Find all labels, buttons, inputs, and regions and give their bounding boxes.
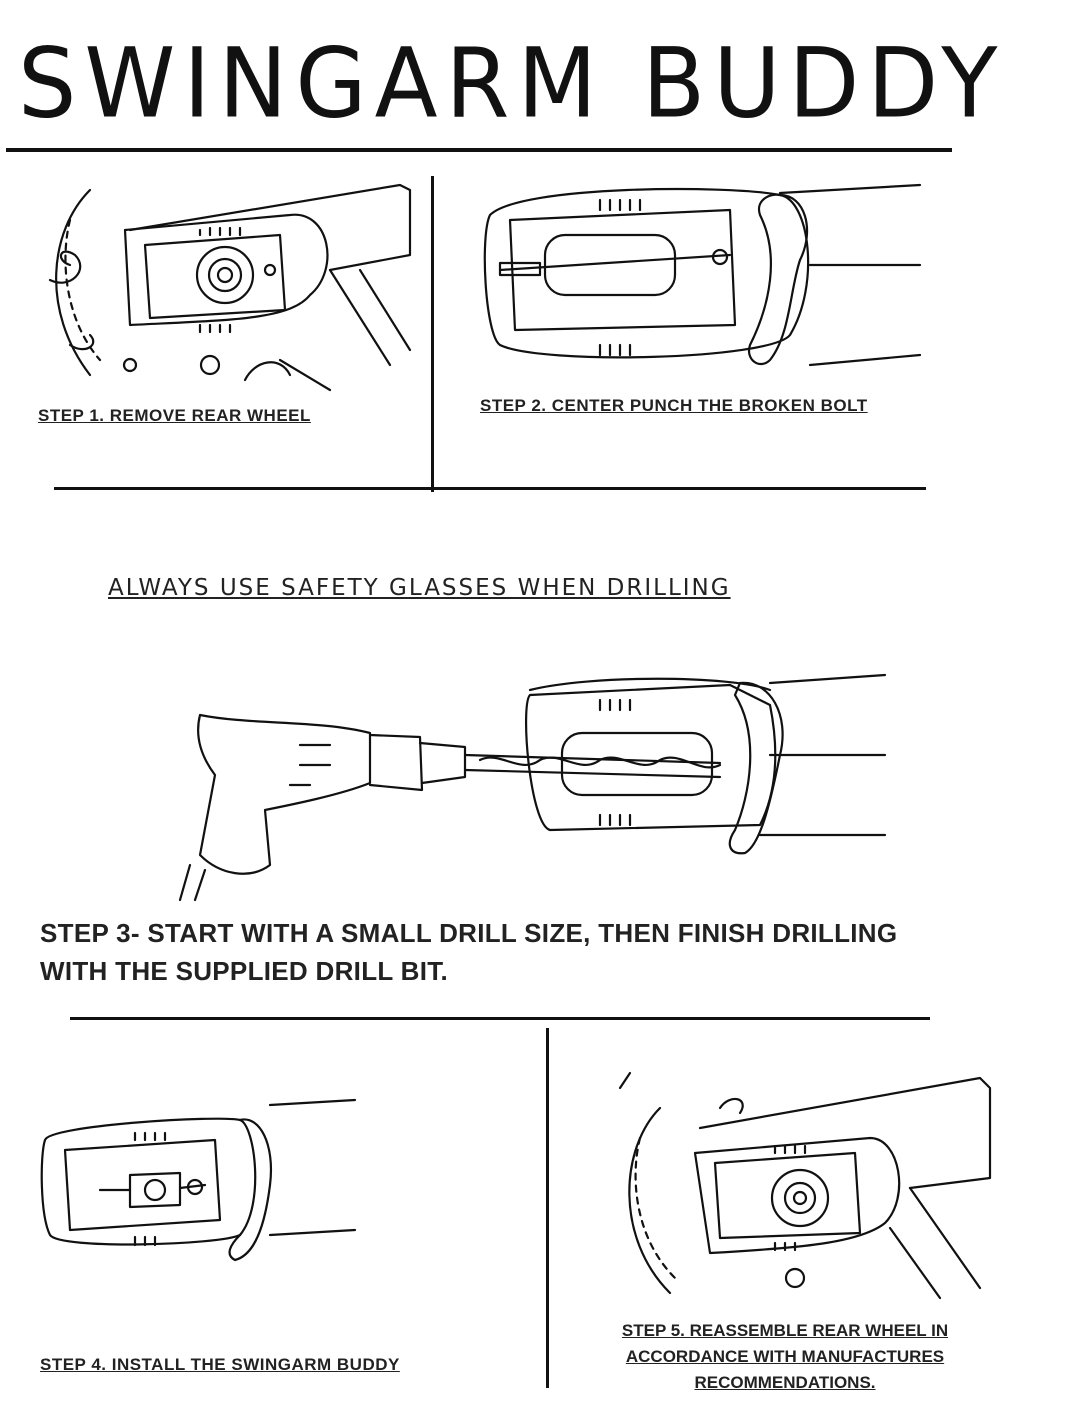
step2-caption: STEP 2. CENTER PUNCH THE BROKEN BOLT <box>480 396 868 415</box>
step1-caption: STEP 1. REMOVE REAR WHEEL <box>38 406 311 425</box>
step3-line2: WITH THE SUPPLIED DRILL BIT. <box>40 956 449 986</box>
safety-warning: ALWAYS USE SAFETY GLASSES WHEN DRILLING <box>108 575 731 601</box>
step3-instructions: STEP 3- START WITH A SMALL DRILL SIZE, T… <box>40 914 897 990</box>
section-divider-top <box>54 487 926 490</box>
step5-line2: ACCORDANCE WITH MANUFACTURES <box>625 1347 945 1366</box>
step5-line1: STEP 5. REASSEMBLE REAR WHEEL IN <box>621 1321 949 1340</box>
title-divider <box>6 148 952 152</box>
step5-caption: STEP 5. REASSEMBLE REAR WHEEL IN ACCORDA… <box>560 1318 1010 1396</box>
section-divider-bottom <box>70 1017 930 1020</box>
wheel-removed-illustration <box>48 183 412 392</box>
reassembled-wheel-illustration <box>618 1071 992 1300</box>
vertical-divider-top <box>431 176 434 492</box>
step4-caption: STEP 4. INSTALL THE SWINGARM BUDDY <box>40 1355 400 1374</box>
step3-line1: STEP 3- START WITH A SMALL DRILL SIZE, T… <box>40 918 898 948</box>
vertical-divider-bottom <box>546 1028 549 1388</box>
center-punch-illustration <box>483 183 922 367</box>
page-title: SWINGARM BUDDY <box>18 27 1006 140</box>
installed-buddy-illustration <box>40 1098 357 1262</box>
step5-line3: RECOMMENDATIONS. <box>694 1373 876 1392</box>
drill-illustration <box>178 673 887 902</box>
